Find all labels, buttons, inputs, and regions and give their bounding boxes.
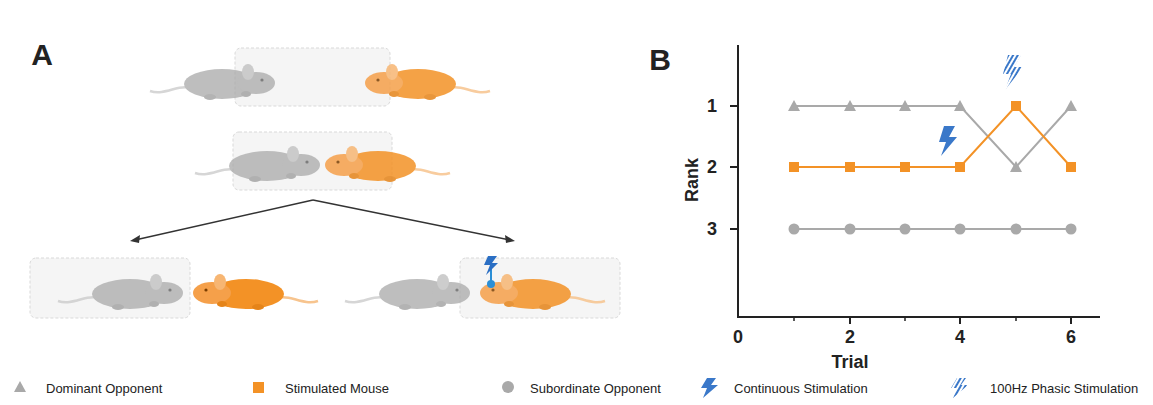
axis-tick: 3 [707,219,717,240]
axis-title: Rank [682,158,703,202]
legend-text: Stimulated Mouse [285,381,389,396]
legend-text: Continuous Stimulation [734,381,868,396]
axis-tick: 2 [845,327,855,348]
axis-tick: 0 [733,327,743,348]
axis-title: Trial [831,352,868,373]
legend-text: Subordinate Opponent [530,381,661,396]
legend-swatch [253,382,264,393]
axis-tick: 2 [707,157,717,178]
axis-tick: 4 [955,327,965,348]
axis-tick: 6 [1066,327,1076,348]
legend-text: Dominant Opponent [46,381,162,396]
panel-letter: B [649,43,671,77]
axis-tick: 1 [707,96,717,117]
legend-text: 100Hz Phasic Stimulation [990,381,1138,396]
panel-letter: A [31,38,53,72]
